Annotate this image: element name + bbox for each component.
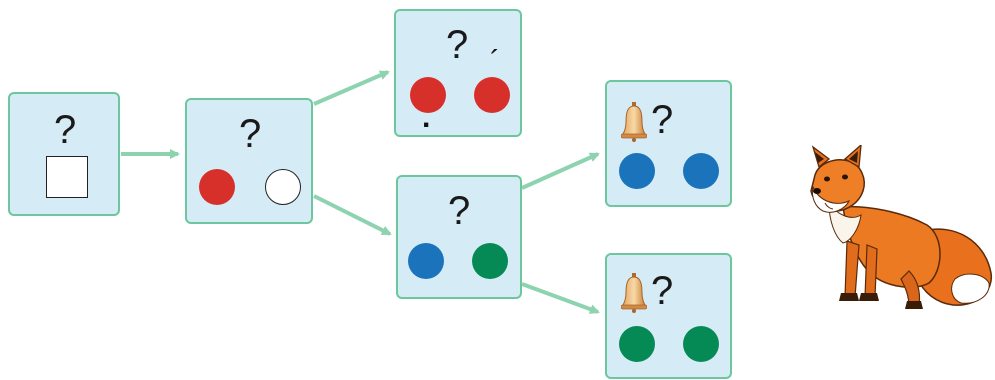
bell-icon bbox=[621, 273, 647, 313]
arrow-n3-to-n5 bbox=[521, 282, 600, 314]
blue-circle bbox=[408, 243, 444, 279]
node-1-question: ? bbox=[239, 112, 262, 156]
dot-below-mark: . bbox=[422, 101, 431, 134]
blue-circle bbox=[619, 153, 655, 189]
node-2: ? ´ . bbox=[394, 9, 522, 137]
node-3-question: ? bbox=[448, 189, 471, 233]
blue-circle bbox=[683, 153, 719, 189]
node-5-question: ? bbox=[651, 269, 674, 313]
red-circle bbox=[474, 77, 510, 113]
arrow-n3-to-n4 bbox=[521, 152, 600, 190]
node-3: ? bbox=[396, 175, 522, 299]
red-circle bbox=[199, 169, 235, 205]
node-5: ? bbox=[605, 253, 732, 379]
node-4: ? bbox=[605, 80, 732, 207]
red-circle bbox=[410, 77, 446, 113]
node-1: ? bbox=[185, 98, 313, 224]
white-circle bbox=[265, 169, 301, 205]
fox-illustration bbox=[810, 145, 993, 309]
white-square bbox=[46, 156, 88, 198]
bell-icon bbox=[621, 102, 647, 142]
arrow-n1-to-n3 bbox=[313, 194, 392, 236]
green-circle bbox=[619, 326, 655, 362]
accent-mark: ´ bbox=[490, 45, 500, 78]
green-circle bbox=[472, 243, 508, 279]
arrow-n1-to-n2 bbox=[313, 70, 390, 106]
node-root: ? bbox=[8, 92, 120, 216]
green-circle bbox=[683, 326, 719, 362]
node-4-question: ? bbox=[651, 98, 674, 142]
node-root-question: ? bbox=[54, 108, 77, 152]
node-2-question: ? bbox=[446, 23, 469, 67]
